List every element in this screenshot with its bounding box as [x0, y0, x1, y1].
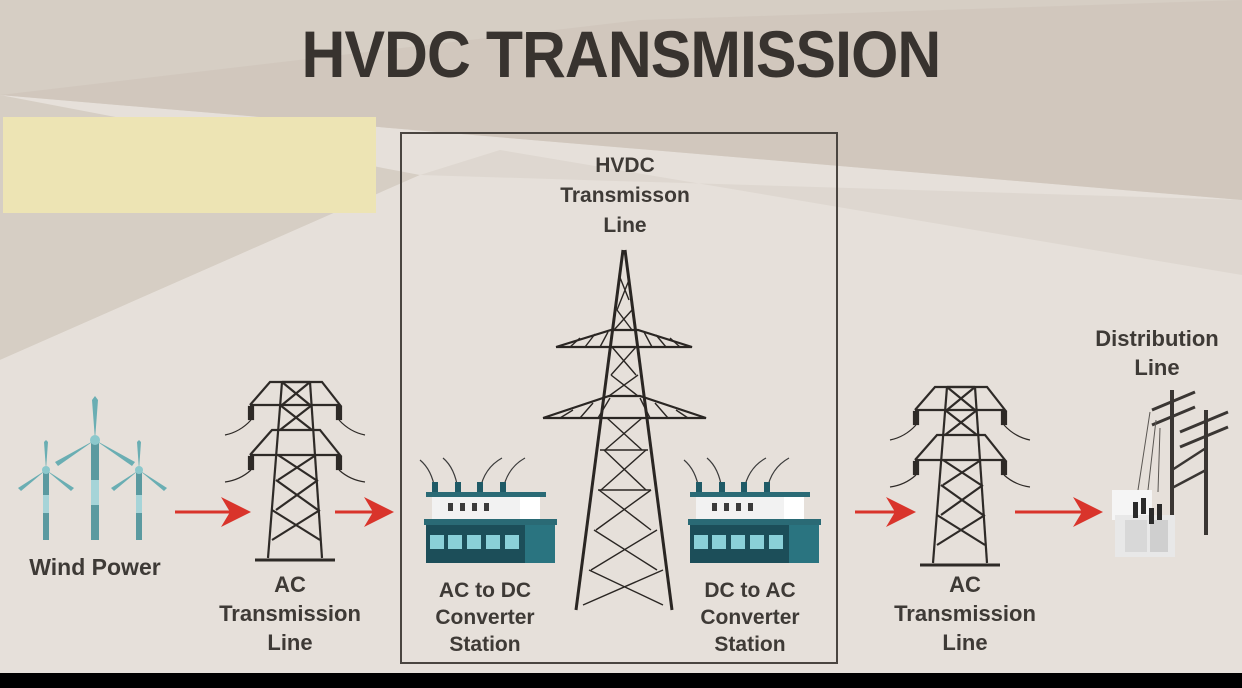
background-shapes [0, 0, 1242, 360]
hvdc-tower-icon [542, 249, 707, 611]
converter-station-icon [419, 457, 557, 563]
diagram-artwork [18, 249, 1229, 611]
highlight-box [3, 117, 376, 213]
distribution-pole-icon [1112, 390, 1229, 557]
converter-station-icon [683, 457, 821, 563]
label-hvdc-transmission-line: HVDC Transmisson Line [560, 154, 690, 237]
wind-turbines-icon [18, 396, 167, 540]
label-ac-to-dc-converter: AC to DC Converter Station [435, 579, 535, 656]
diagram-canvas: HVDC TRANSMISSION [0, 0, 1242, 673]
label-ac-transmission-line-1: AC Transmission Line [219, 572, 361, 655]
label-distribution-line: Distribution Line [1095, 326, 1219, 380]
ac-tower-icon [889, 385, 1031, 567]
label-wind-power: Wind Power [29, 554, 161, 580]
ac-tower-icon [224, 380, 366, 562]
label-dc-to-ac-converter: DC to AC Converter Station [700, 579, 800, 656]
label-ac-transmission-line-2: AC Transmission Line [894, 572, 1036, 655]
hvdc-section-frame [400, 132, 838, 664]
page-title: HVDC TRANSMISSION [301, 17, 942, 91]
bottom-bar [0, 673, 1242, 688]
